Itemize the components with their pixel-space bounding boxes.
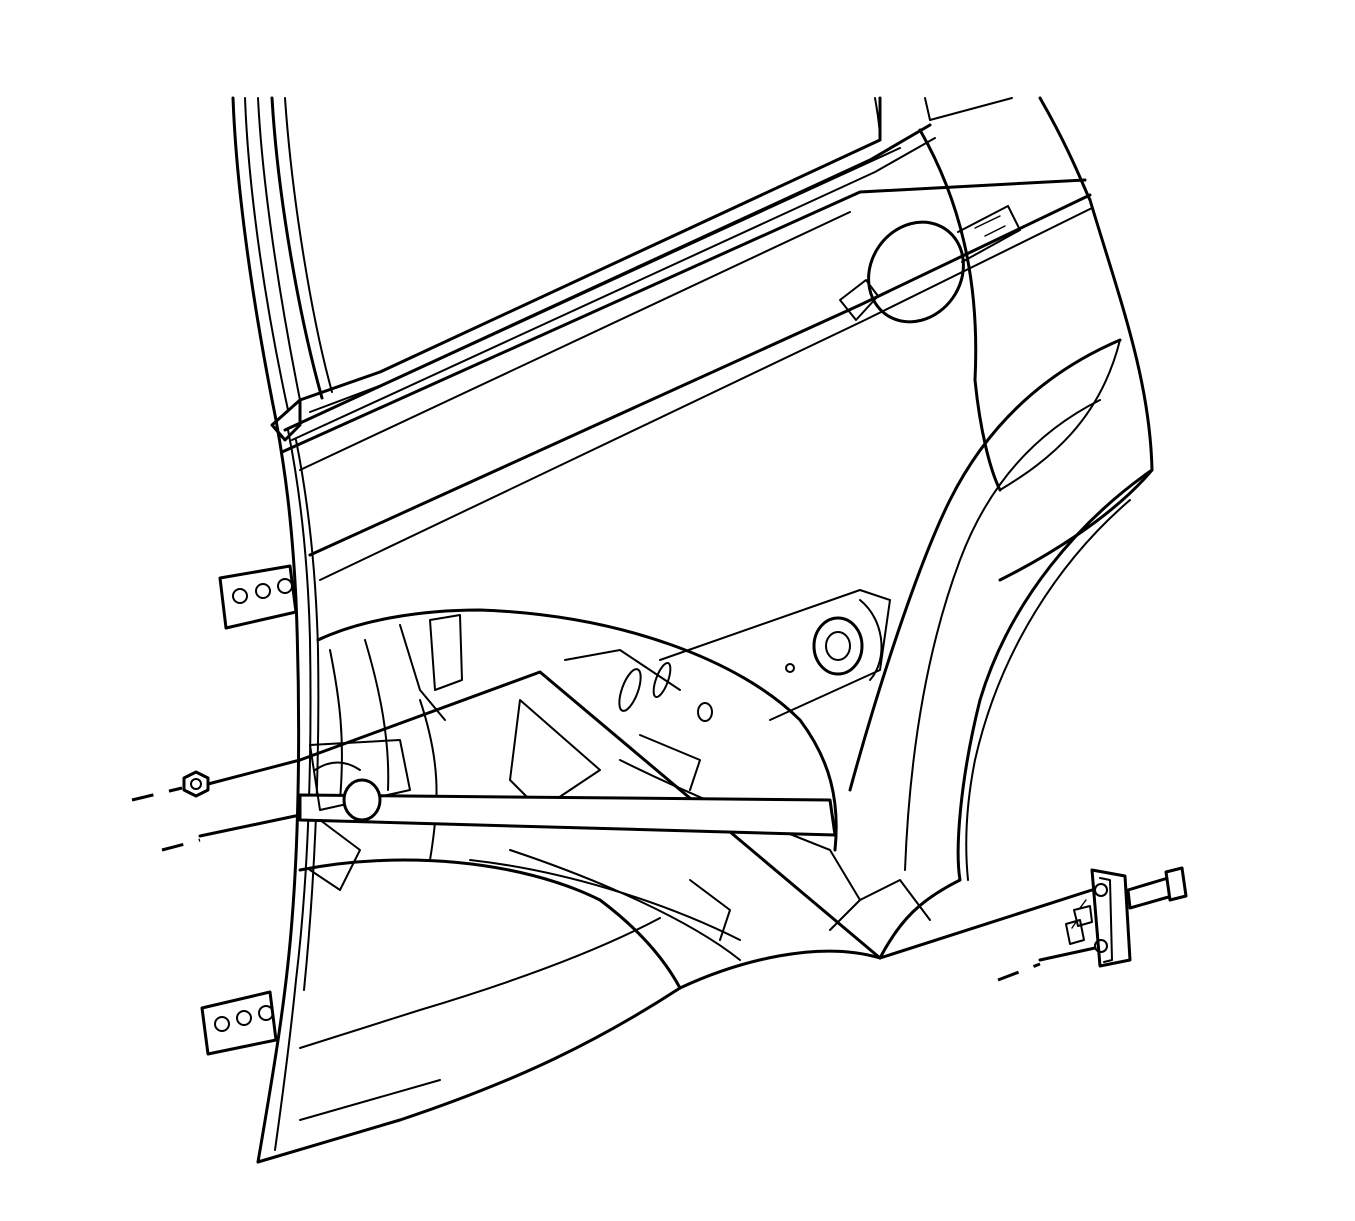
door-lower-skin	[256, 917, 882, 1164]
door-check-strap	[298, 739, 837, 891]
retaining-nut	[131, 758, 302, 802]
belt-moulding	[280, 123, 1093, 581]
door-window-frame	[231, 96, 1092, 422]
lower-hinge	[200, 990, 278, 1056]
upper-hinge	[218, 564, 298, 630]
door-check-assembly	[878, 866, 1188, 982]
fastener-alignment	[161, 813, 302, 852]
quarter-panel	[848, 128, 1154, 960]
fuel-door	[839, 205, 1021, 324]
door-front-edge	[256, 398, 320, 1164]
inner-panel-upper	[659, 589, 891, 721]
